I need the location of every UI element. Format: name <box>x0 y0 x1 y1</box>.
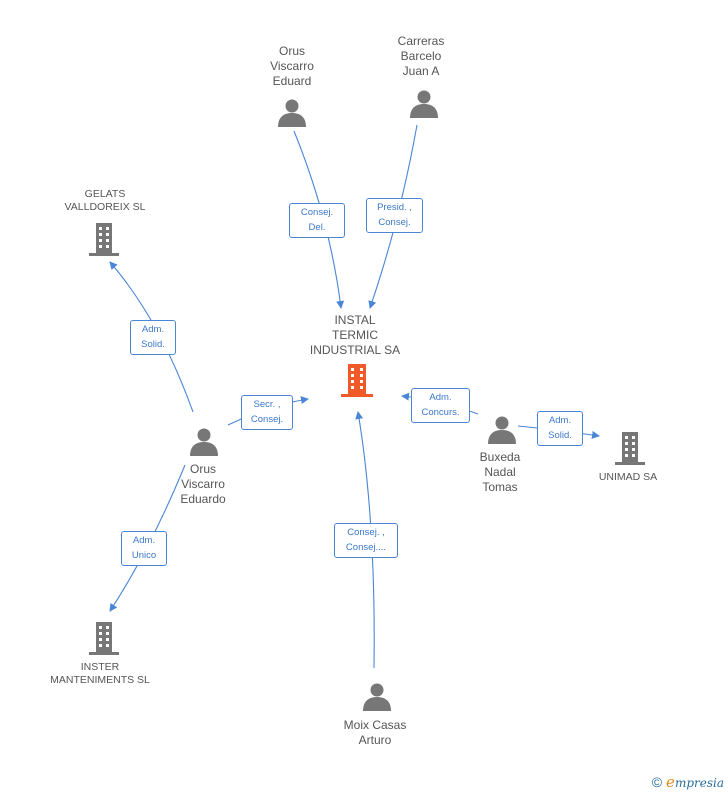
node-label-gelats-valldoreix-sl[interactable]: GELATS VALLDOREIX SL <box>64 188 146 213</box>
edge-label-presid-consej[interactable]: Presid. , Consej. <box>366 198 423 233</box>
brand-logo-e: e <box>666 773 675 791</box>
edge-label-adm-solid-gelats[interactable]: Adm. Solid. <box>130 320 176 355</box>
edge-label-adm-solid-unimad[interactable]: Adm. Solid. <box>537 411 583 446</box>
node-label-buxeda-nadal-tomas[interactable]: Buxeda Nadal Tomas <box>479 450 521 494</box>
node-label-orus-viscarro-eduardo[interactable]: Orus Viscarro Eduardo <box>180 462 226 506</box>
main-company-building-icon <box>341 364 373 397</box>
edge-label-consej-consej[interactable]: Consej. , Consej.... <box>334 523 398 558</box>
node-label-instal-termic-industrial-sa[interactable]: INSTAL TERMIC INDUSTRIAL SA <box>309 313 401 357</box>
person-icon <box>410 90 438 118</box>
node-label-carreras-barcelo-juan-a[interactable]: Carreras Barcelo Juan A <box>397 34 445 78</box>
copyright-icon: © <box>651 774 663 790</box>
node-label-inster-manteniments-sl[interactable]: INSTER MANTENIMENTS SL <box>50 661 150 686</box>
edge-label-adm-concurs[interactable]: Adm. Concurs. <box>411 388 470 423</box>
building-icon <box>615 432 645 465</box>
person-icon <box>190 428 218 456</box>
node-label-orus-viscarro-eduard[interactable]: Orus Viscarro Eduard <box>270 44 314 88</box>
node-label-moix-casas-arturo[interactable]: Moix Casas Arturo <box>343 718 407 747</box>
edge-label-adm-unico[interactable]: Adm. Unico <box>121 531 167 566</box>
edge-label-secr-consej[interactable]: Secr. , Consej. <box>241 395 293 430</box>
person-icon <box>488 416 516 444</box>
edge-label-consej-del[interactable]: Consej. Del. <box>289 203 345 238</box>
building-icon <box>89 223 119 256</box>
person-icon <box>278 99 306 127</box>
empresia-credit[interactable]: ©empresia <box>652 773 724 791</box>
person-icon <box>363 683 391 711</box>
building-icon <box>89 622 119 655</box>
brand-name: mpresia <box>674 776 724 790</box>
node-label-unimad-sa[interactable]: UNIMAD SA <box>598 471 658 483</box>
